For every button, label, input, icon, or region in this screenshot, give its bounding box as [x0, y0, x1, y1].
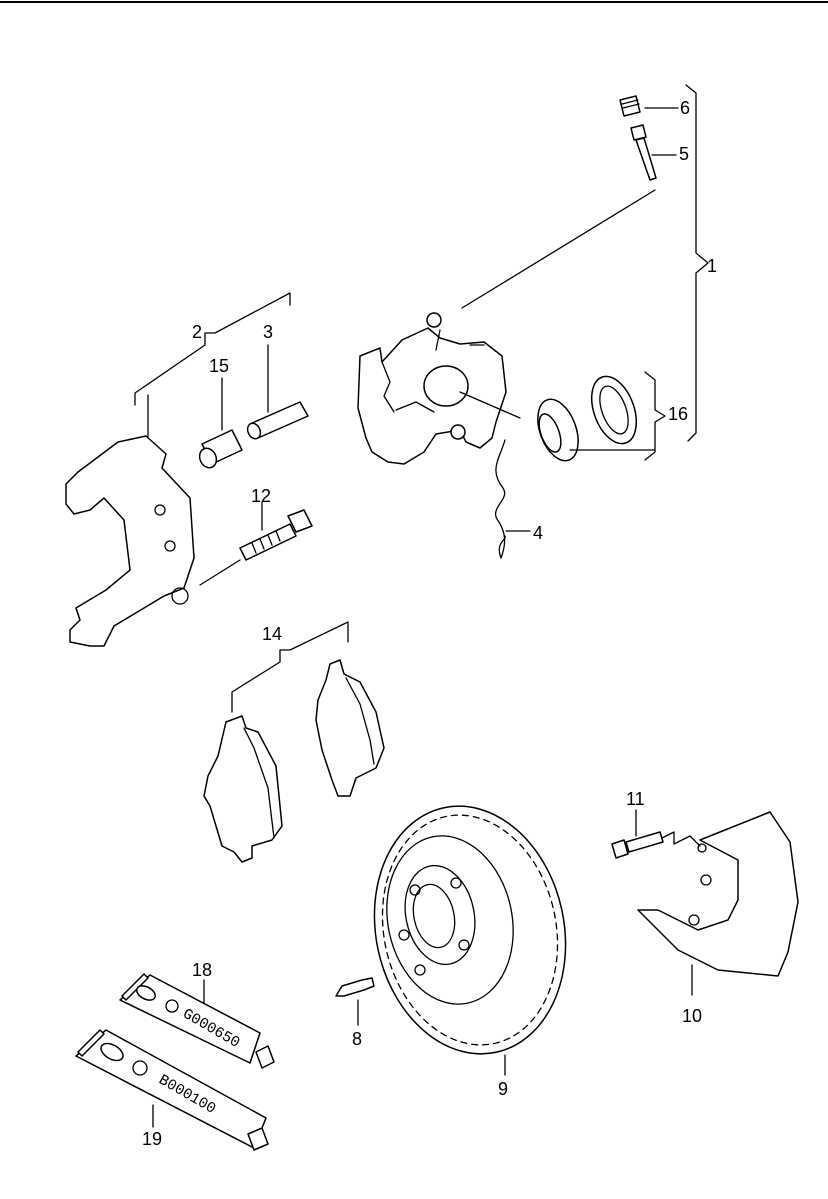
- callout-6: 6: [680, 98, 690, 118]
- part-6-bleeder-cap[interactable]: [619, 95, 641, 117]
- callout-18: 18: [192, 960, 212, 980]
- callout-15: 15: [209, 356, 229, 376]
- part-3-guide-pin[interactable]: [245, 401, 309, 441]
- callout-9: 9: [498, 1079, 508, 1099]
- part-11-hex-bolt[interactable]: [611, 831, 664, 859]
- callout-14: 14: [262, 624, 282, 644]
- tube-19-brand-logo: Audi: [103, 1048, 116, 1059]
- part-16-repair-kit[interactable]: [530, 370, 645, 466]
- callout-4: 4: [533, 523, 543, 543]
- part-14-brake-pad-outer[interactable]: [315, 659, 385, 797]
- bracket-2: [134, 292, 291, 406]
- part-1-brake-caliper[interactable]: [357, 312, 507, 465]
- callout-16: 16: [668, 404, 688, 424]
- part-12-hex-bolt[interactable]: [239, 509, 313, 561]
- tube-18-brand-logo: Audi: [138, 990, 151, 1001]
- callout-10: 10: [682, 1006, 702, 1026]
- callout-3: 3: [263, 322, 273, 342]
- part-15-guide-sleeve[interactable]: [197, 429, 243, 470]
- bracket-16: [644, 371, 666, 461]
- part-14-brake-pad-inner[interactable]: [203, 715, 283, 863]
- callout-5: 5: [679, 144, 689, 164]
- part-4-wear-indicator-wire[interactable]: [495, 439, 506, 559]
- part-10-splash-shield[interactable]: [637, 811, 799, 977]
- bracket-1: [685, 84, 709, 442]
- part-8-countersunk-screw[interactable]: [335, 977, 375, 997]
- callout-1: 1: [707, 256, 717, 276]
- bracket-14: [231, 621, 349, 713]
- callout-8: 8: [352, 1029, 362, 1049]
- part-9-brake-disc[interactable]: [352, 788, 588, 1072]
- callout-19: 19: [142, 1129, 162, 1149]
- part-2-brake-carrier[interactable]: [65, 435, 195, 647]
- part-5-bleeder-valve[interactable]: [630, 124, 657, 181]
- callout-2: 2: [192, 322, 202, 342]
- callout-11: 11: [626, 789, 645, 809]
- callout-12: 12: [251, 486, 271, 506]
